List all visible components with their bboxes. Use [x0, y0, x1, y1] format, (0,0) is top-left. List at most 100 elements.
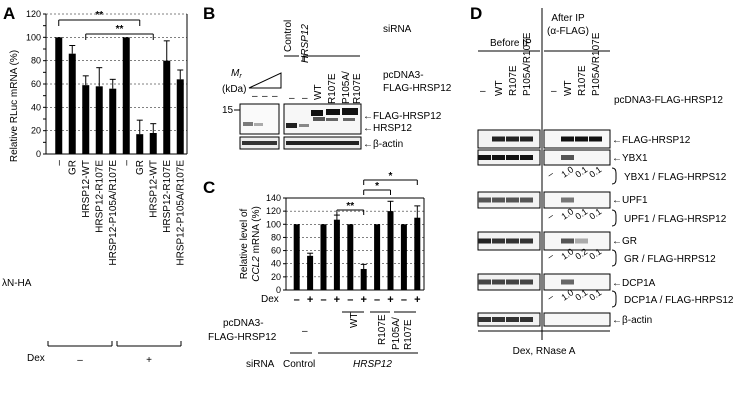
panel-a-bar [136, 134, 144, 154]
panel-d-flag-band-after [561, 136, 574, 142]
panel-d-dcp1a-band-after [561, 279, 574, 285]
panel-a-bar [163, 60, 171, 154]
panel-d-ratio-gr-value: – [545, 251, 555, 262]
panel-d-gr-band-before [478, 238, 491, 244]
panel-c-pcdna-lane-wt: WT [349, 312, 360, 328]
panel-c-y-axis-label-2: CCL2 mRNA (%) [251, 206, 262, 282]
panel-d-flag-band-after [575, 136, 588, 142]
panel-c-bar [293, 224, 300, 290]
panel-c-bar [307, 255, 314, 290]
panel-b-actin-band-left [242, 141, 277, 145]
panel-a-sig-label: ** [95, 10, 103, 21]
panel-d-ratio-gr-brace [611, 249, 617, 267]
panel-d-before-lane-4: P105A/R107E [522, 32, 533, 96]
panel-b-band-flag-5 [342, 108, 358, 115]
panel-c-y-tick-label: 0 [276, 285, 281, 295]
panel-c-sig-label: * [375, 181, 379, 192]
panel-d-ratio-upf1-value: 0.1 [587, 206, 603, 221]
panel-d-upf1-blot-right [543, 191, 611, 209]
panel-d-ratio-gr-label: GR / FLAG-HRPS12 [624, 254, 716, 265]
panel-d-ybx1-band-after [561, 155, 574, 160]
panel-b-pcdna-label-1: pcDNA3- [383, 70, 424, 81]
panel-b-lane-1: – [289, 93, 295, 104]
panel-d-gr-band-after [561, 238, 574, 244]
panel-c-dex-sign: + [307, 294, 313, 306]
panel-c-dex-sign: – [401, 294, 407, 306]
panel-c-pcdna-lane-p105a: P105A/ [391, 317, 402, 350]
panel-b-band-hrsp12-2 [299, 124, 309, 127]
panel-d-before-label: Before IP [490, 38, 532, 49]
panel-label-b: B [203, 4, 215, 23]
panel-c-sirna-hrsp12: HRSP12 [353, 359, 392, 370]
panel-d-pcdna-label: pcDNA3-FLAG-HRSP12 [614, 95, 723, 106]
panel-b-lane-4: R107E [327, 73, 338, 104]
panel-c-y-tick-label: 20 [271, 272, 281, 282]
panel-d-upf1-band-before [506, 197, 519, 203]
panel-c-dex-sign: – [294, 294, 300, 306]
panel-d-ratio-ybx1-value: – [545, 169, 555, 180]
panel-d-gr-band-after [575, 238, 588, 244]
panel-a-lane-label: GR [135, 160, 146, 175]
panel-a-lane-label: HRSP12-P105A/R107E [175, 160, 186, 266]
panel-a-y-tick-label: 60 [31, 79, 41, 89]
panel-c-sig-label: * [389, 171, 393, 182]
panel-c-bar [320, 224, 327, 290]
panel-d-ybx1-band-before [506, 155, 519, 160]
panel-d-footer: Dex, RNase A [513, 346, 576, 357]
panel-d-upf1-band-before [520, 197, 533, 203]
panel-c-sirna-label: siRNA [246, 359, 275, 370]
panel-d-ybx1-band-before [492, 155, 505, 160]
panel-d-ratio-ybx1-label: YBX1 / FLAG-HRPS12 [624, 172, 727, 183]
panel-d-ratio-upf1-brace [611, 209, 617, 227]
panel-a-y-tick-label: 120 [26, 9, 41, 19]
panel-d-label-dcp1a: ←DCP1A [612, 278, 656, 289]
panel-d-gr-band-before [506, 238, 519, 244]
panel-d-label-ybx1: ←YBX1 [612, 153, 648, 164]
panel-c-bar [400, 224, 407, 290]
panel-a-bar [55, 37, 63, 155]
panel-d-after-lane-1: – [551, 86, 557, 97]
panel-d-before-lane-1: – [480, 86, 486, 97]
panel-d-dcp1a-band-before [520, 279, 533, 285]
panel-d-dcp1a-band-before [478, 279, 491, 285]
panel-a-row-label: λN-HA [2, 278, 32, 289]
panel-d-actin-band-before [492, 317, 505, 322]
panel-b-dash-2: – [262, 91, 268, 102]
panel-b-band-hrsp12-1 [286, 123, 297, 128]
panel-b-pcdna-label-2: FLAG-HRSP12 [383, 83, 452, 94]
panel-c-bars [293, 200, 421, 290]
panel-c-bar [333, 219, 340, 290]
panel-c-sig-label: ** [346, 201, 354, 212]
panel-c-dex-sign: – [320, 294, 326, 306]
panel-a-y-tick-label: 0 [36, 149, 41, 159]
panel-a-dex-label: Dex [27, 353, 45, 364]
panel-a-lane-label: – [54, 160, 65, 166]
panel-a-bar [82, 85, 90, 154]
panel-a-lane-label: HRSP12-R107E [162, 160, 173, 233]
panel-d-gr-band-before [520, 238, 533, 244]
panel-c-pcdna-label-1: pcDNA3- [223, 318, 264, 329]
panel-a-y-tick-label: 100 [26, 32, 41, 42]
panel-b-marker-band-1 [243, 122, 253, 126]
panel-c-sirna-control: Control [283, 359, 315, 370]
panel-d-flag-band-before [492, 136, 505, 142]
panel-b-dash-3: – [272, 91, 278, 102]
panel-c-y-tick-label: 140 [266, 193, 281, 203]
panel-d-upf1-band-before [478, 197, 491, 203]
panel-d-ratio-ybx1-value: 0.1 [587, 164, 603, 179]
panel-label-d: D [470, 4, 482, 23]
panel-d-actin-band-before [520, 317, 533, 322]
panel-d-upf1-band-before [492, 197, 505, 203]
panel-a-y-tick-label: 20 [31, 126, 41, 136]
panel-b-kda-label: (kDa) [222, 84, 246, 95]
panel-d-after-label-1: After IP [551, 13, 585, 24]
panel-b-marker-15: 15 [222, 105, 234, 116]
panel-d-ybx1-band-before [520, 155, 533, 160]
panel-b-lane-5b: R107E [352, 73, 363, 104]
panel-b-hrsp12-label: HRSP12 [300, 24, 311, 63]
panel-d-ratio-upf1-value: – [545, 211, 555, 222]
panel-a-lane-label: – [121, 160, 132, 166]
